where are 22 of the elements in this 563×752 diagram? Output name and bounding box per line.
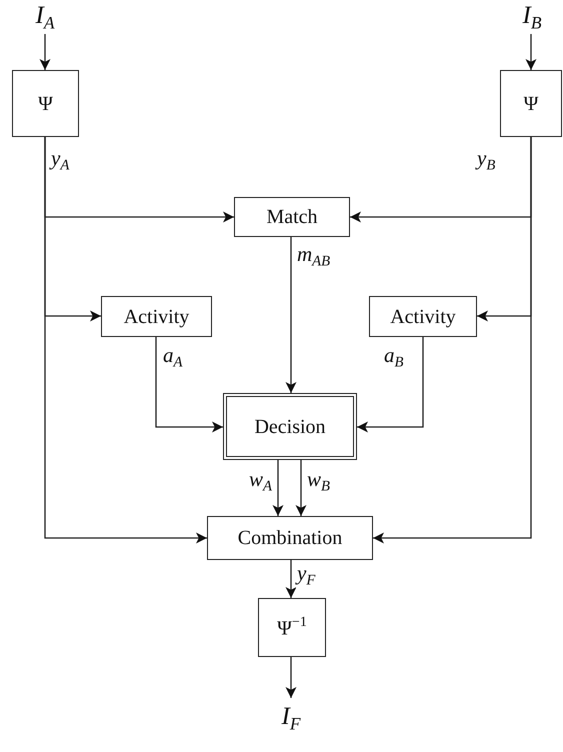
process-box: Activity [101, 296, 212, 337]
arrow [272, 460, 284, 516]
decision-box: Decision [223, 393, 357, 460]
inverse-transform-box: Ψ$^{−1}$ [258, 598, 326, 657]
transform-box: Ψ [500, 70, 562, 137]
output-label: I$_{F}$ [268, 698, 314, 738]
process-box: Match [234, 197, 350, 237]
process-box: Activity [369, 296, 477, 337]
arrow [286, 237, 296, 393]
transform-box: Ψ [12, 70, 79, 137]
arrow [155, 337, 223, 432]
process-box: Combination [207, 516, 373, 560]
arrow [373, 137, 532, 544]
arrow [526, 34, 536, 70]
arrow [286, 657, 296, 698]
arrow [40, 34, 50, 70]
arrow [357, 337, 424, 432]
input-label: I$_{A}$ [22, 0, 68, 34]
arrow [286, 560, 296, 598]
input-label: I$_{B}$ [509, 0, 555, 34]
arrow [296, 460, 306, 516]
arrow [44, 137, 207, 544]
